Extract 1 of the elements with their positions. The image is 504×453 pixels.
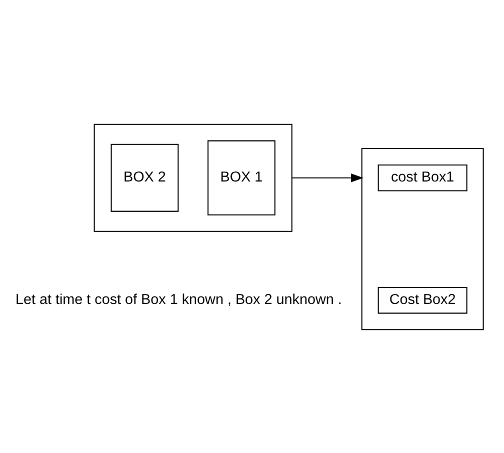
label: Let at time t cost of Box 1 known , Box 2 unknown . <box>15 292 342 308</box>
